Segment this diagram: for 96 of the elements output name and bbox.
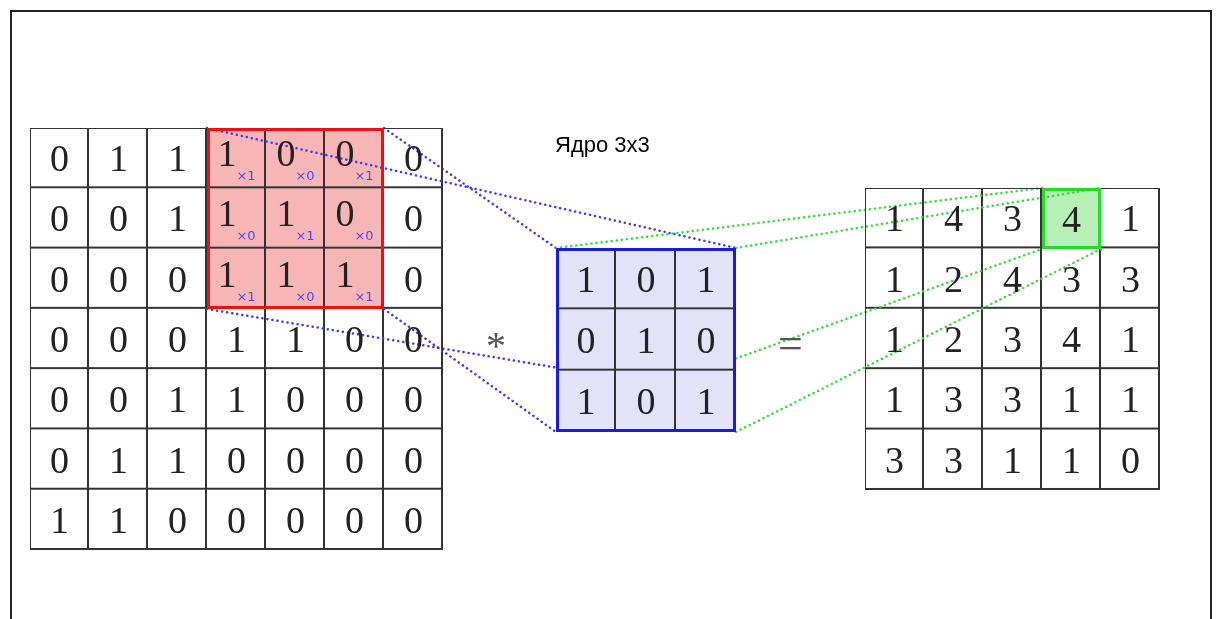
matrix-value: 0 bbox=[345, 440, 364, 479]
matrix-value: 0 bbox=[636, 382, 656, 421]
projection-line bbox=[205, 126, 738, 250]
matrix-value: 1 bbox=[168, 139, 187, 178]
matrix-value: 0 bbox=[168, 320, 187, 358]
kernel-caption: Ядро 3x3 bbox=[555, 132, 650, 158]
matrix-value: 0 bbox=[345, 500, 364, 539]
matrix-value: 3 bbox=[944, 380, 963, 419]
matrix-value: 1 bbox=[636, 321, 656, 359]
matrix-value: 1$_{×1}$ bbox=[217, 254, 256, 303]
matrix-value: 1 bbox=[1121, 199, 1140, 238]
matrix-value: 0 bbox=[286, 500, 305, 539]
matrix-value: 0 bbox=[168, 500, 187, 539]
matrix-value: 1 bbox=[109, 440, 128, 479]
matrix-value: 0 bbox=[1121, 440, 1140, 479]
matrix-value: 0 bbox=[404, 440, 423, 479]
matrix-value: 0 bbox=[50, 139, 69, 178]
matrix-value: 0 bbox=[696, 321, 716, 359]
projection-line bbox=[554, 186, 1044, 250]
matrix-value: 3 bbox=[1062, 259, 1081, 298]
matrix-value: 1 bbox=[885, 259, 904, 298]
matrix-value: 0 bbox=[286, 440, 305, 479]
matrix-value: 0 bbox=[404, 259, 423, 298]
matrix-value: 0 bbox=[576, 321, 596, 359]
matrix-value: 0 bbox=[227, 440, 246, 479]
matrix-value: 1$_{×1}$ bbox=[276, 194, 315, 243]
matrix-value: 0 bbox=[404, 320, 423, 358]
matrix-value: 1 bbox=[1121, 380, 1140, 419]
matrix-value: 2 bbox=[944, 320, 963, 358]
matrix-value: 1 bbox=[227, 320, 246, 358]
matrix-value: 1 bbox=[885, 380, 904, 419]
matrix-value: 1 bbox=[227, 380, 246, 419]
projection-line bbox=[205, 307, 558, 369]
matrix-value: 0 bbox=[286, 380, 305, 419]
projection-line bbox=[382, 307, 558, 434]
matrix-value: 1 bbox=[286, 320, 305, 358]
matrix-value: 0 bbox=[50, 259, 69, 298]
matrix-value: 1$_{×0}$ bbox=[217, 194, 256, 243]
matrix-value: 1 bbox=[109, 139, 128, 178]
matrix-value: 3 bbox=[1003, 320, 1022, 358]
matrix-value: 0 bbox=[636, 259, 656, 298]
matrix-value: 3 bbox=[885, 440, 904, 479]
matrix-value: 0 bbox=[227, 500, 246, 539]
matrix-value: 4 bbox=[944, 199, 963, 238]
matrix-value: 2 bbox=[944, 259, 963, 298]
output-cell-highlight bbox=[1042, 188, 1101, 249]
matrix-value: 1 bbox=[696, 382, 716, 421]
matrix-value: 1$_{×0}$ bbox=[276, 254, 315, 303]
matrix-value: 3 bbox=[944, 440, 963, 479]
equals-sign: = bbox=[778, 318, 803, 369]
matrix-value: 4 bbox=[1003, 259, 1022, 298]
matrix-value: 0 bbox=[50, 320, 69, 358]
matrix-value: 0 bbox=[404, 139, 423, 178]
matrix-value: 1$_{×1}$ bbox=[335, 254, 374, 303]
matrix-value: 0 bbox=[168, 259, 187, 298]
matrix-value: 0 bbox=[109, 199, 128, 238]
matrix-value: 1 bbox=[885, 199, 904, 238]
output-matrix bbox=[865, 188, 1160, 490]
kernel-matrix bbox=[556, 248, 736, 432]
matrix-value: 0 bbox=[109, 380, 128, 419]
matrix-value: 1 bbox=[168, 199, 187, 238]
matrix-value: 1 bbox=[168, 440, 187, 479]
matrix-value: 0$_{×1}$ bbox=[335, 134, 374, 183]
matrix-value: 0 bbox=[404, 199, 423, 238]
matrix-value: 1 bbox=[1003, 440, 1022, 479]
input-matrix bbox=[30, 128, 443, 550]
matrix-value: 0 bbox=[50, 199, 69, 238]
matrix-value: 1 bbox=[576, 259, 596, 298]
matrix-value: 0 bbox=[345, 380, 364, 419]
matrix-value: 3 bbox=[1003, 199, 1022, 238]
matrix-value: 0 bbox=[109, 259, 128, 298]
matrix-value: 0 bbox=[109, 320, 128, 358]
matrix-value: 4 bbox=[1062, 199, 1081, 238]
matrix-value: 1 bbox=[1121, 320, 1140, 358]
matrix-value: 3 bbox=[1121, 259, 1140, 298]
matrix-value: 0$_{×0}$ bbox=[276, 134, 315, 183]
matrix-value: 1 bbox=[1062, 380, 1081, 419]
matrix-value: 0 bbox=[50, 380, 69, 419]
matrix-value: 1 bbox=[696, 259, 716, 298]
matrix-value: 3 bbox=[1003, 380, 1022, 419]
matrix-value: 0 bbox=[345, 320, 364, 358]
matrix-value: 1 bbox=[576, 382, 596, 421]
matrix-value: 1 bbox=[109, 500, 128, 539]
matrix-value: 0$_{×0}$ bbox=[335, 194, 374, 243]
matrix-value: 0 bbox=[404, 380, 423, 419]
matrix-value: 1 bbox=[50, 500, 69, 539]
matrix-value: 1 bbox=[168, 380, 187, 419]
matrix-value: 0 bbox=[50, 440, 69, 479]
matrix-value: 1$_{×1}$ bbox=[217, 134, 256, 183]
convolution-operator: * bbox=[486, 322, 506, 369]
projection-line bbox=[734, 247, 1103, 434]
matrix-value: 1 bbox=[1062, 440, 1081, 479]
sliding-window bbox=[207, 128, 384, 309]
matrix-value: 0 bbox=[404, 500, 423, 539]
matrix-value: 4 bbox=[1062, 320, 1081, 358]
matrix-value: 1 bbox=[885, 320, 904, 358]
